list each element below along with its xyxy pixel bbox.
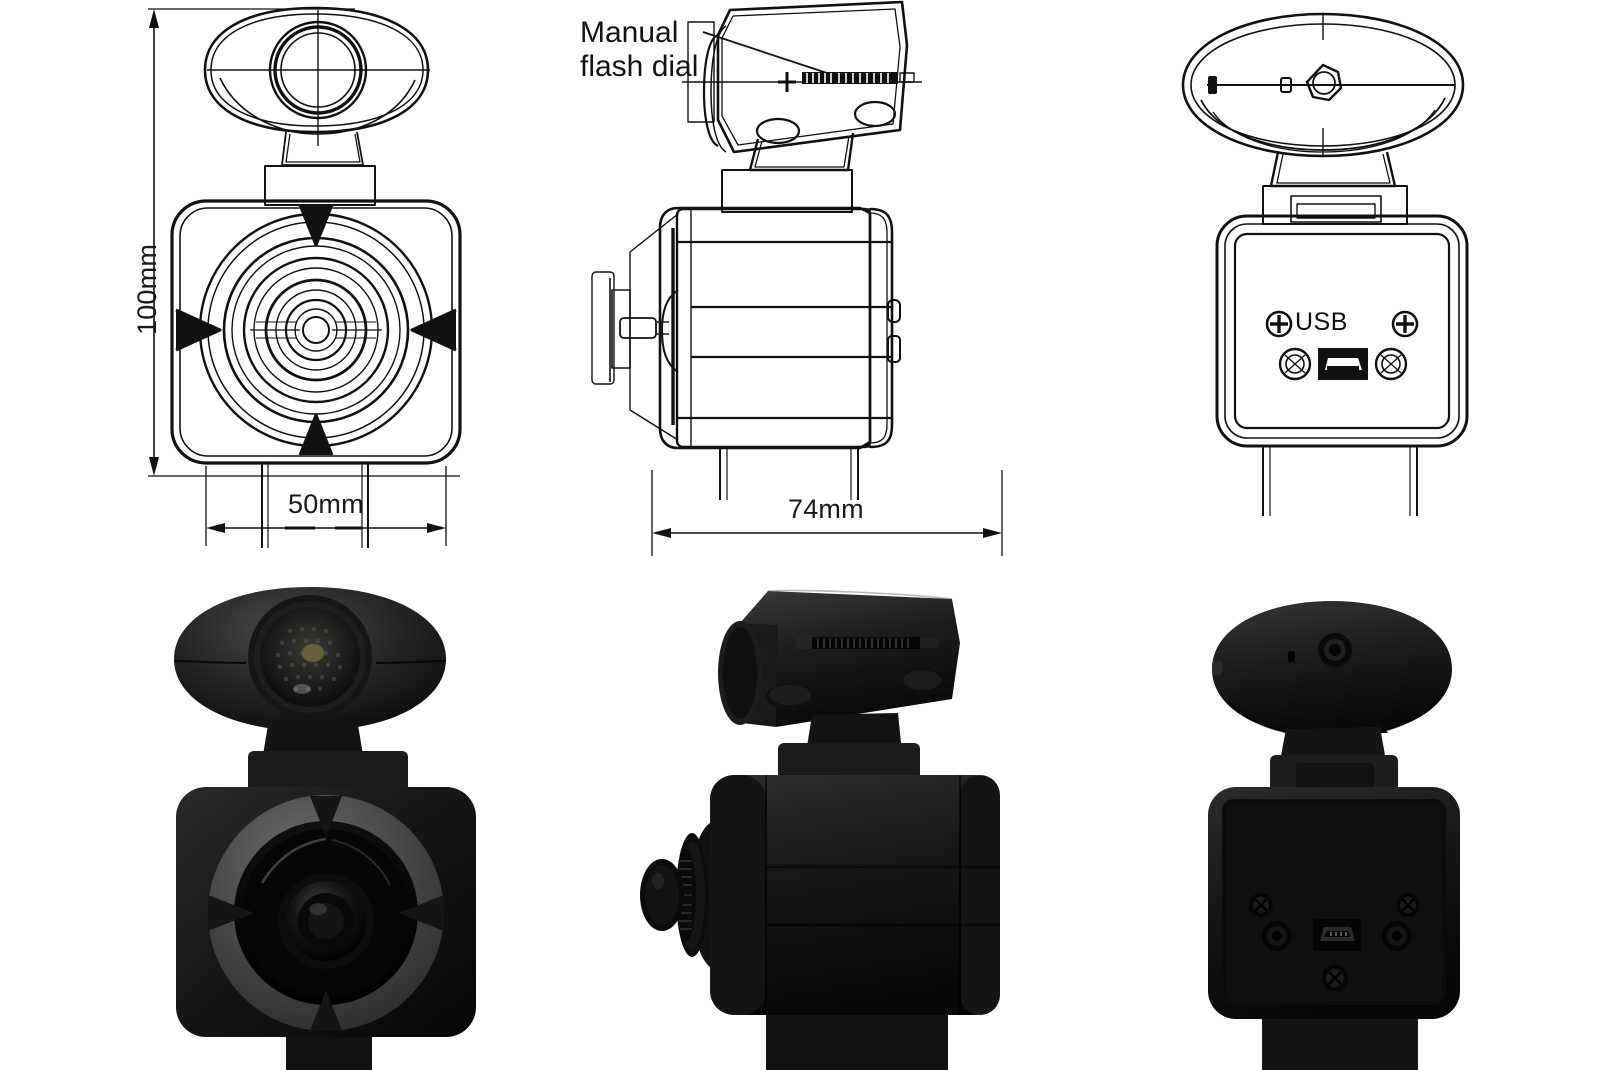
dimension-extension-lines	[148, 8, 460, 546]
mount-end-cap	[1208, 76, 1217, 94]
front-drawing-svg	[148, 6, 462, 548]
screw-left	[1249, 893, 1273, 917]
mount-pivot-nut	[1305, 63, 1343, 102]
camera-body-photo	[176, 787, 476, 1070]
width-dimension-line	[206, 523, 446, 533]
side-drawing-svg	[591, 0, 1003, 556]
width-dimension-line	[652, 528, 1002, 538]
callout-line-1: Manual	[580, 16, 679, 49]
front-photo-svg	[173, 587, 476, 1070]
hinge-neck	[1262, 151, 1408, 225]
usb-port-photo	[1313, 919, 1361, 951]
camera-body-photo	[640, 775, 1000, 1070]
side-button-lower	[887, 335, 901, 363]
side-drawing-panel: Manual flash dial 74mm	[570, 0, 1030, 560]
port-right	[1374, 347, 1408, 381]
callout-line-2: flash dial	[580, 49, 699, 83]
camera-body-outline	[170, 199, 462, 465]
width-dimension-label: 50mm	[288, 489, 364, 519]
side-photo-panel	[600, 565, 1020, 1070]
camera-body-outline	[591, 206, 901, 500]
port-left	[1278, 347, 1312, 381]
hinge-neck-photo	[1270, 727, 1398, 795]
flash-head-button-right	[853, 100, 897, 128]
manual-flash-dial-callout: Manual flash dial	[580, 16, 698, 83]
suction-mount-outline	[1181, 12, 1465, 158]
screw-right	[1391, 310, 1419, 338]
callout-leader-line	[702, 31, 843, 79]
width-dimension-label: 74mm	[788, 494, 864, 524]
height-dimension-line	[149, 9, 159, 476]
screw-bottom	[1322, 965, 1348, 991]
mount-marker	[1280, 77, 1292, 93]
hinge-neck-photo	[248, 725, 408, 797]
rear-drawing-panel: USB	[1155, 0, 1495, 520]
screw-right	[1396, 893, 1420, 917]
hinge-bracket	[721, 132, 855, 213]
lens-focus-ring	[676, 849, 696, 941]
manual-flash-dial-photo	[796, 635, 938, 649]
flash-head-photo	[718, 589, 960, 727]
flash-head-button-left	[755, 117, 801, 145]
port-left	[1262, 921, 1292, 951]
suction-mount-photo	[1212, 601, 1452, 739]
screw-left	[1265, 310, 1293, 338]
camera-body-outline	[1215, 214, 1469, 516]
flash-head-outline	[682, 0, 922, 154]
flash-head-outline	[203, 6, 430, 146]
usb-port-label: USB	[1295, 308, 1348, 336]
dial-index-marker	[778, 72, 796, 92]
mount-stub	[261, 463, 369, 548]
front-photo-panel	[150, 565, 510, 1070]
rear-photo-svg	[1208, 601, 1460, 1070]
usb-port	[1318, 348, 1368, 380]
port-right	[1382, 921, 1412, 951]
manual-flash-dial	[802, 72, 915, 84]
dimension-extension-lines	[651, 470, 1003, 556]
hinge-neck	[264, 131, 376, 206]
height-dimension-label: 100mm	[132, 243, 162, 335]
camera-body-photo	[1208, 787, 1460, 1070]
rear-photo-panel	[1150, 565, 1500, 1070]
front-drawing-panel: 100mm 50mm	[110, 0, 510, 550]
side-button-upper	[887, 299, 901, 323]
flash-head-photo	[173, 587, 447, 731]
side-photo-svg	[640, 589, 1000, 1070]
rear-drawing-svg	[1181, 12, 1469, 516]
